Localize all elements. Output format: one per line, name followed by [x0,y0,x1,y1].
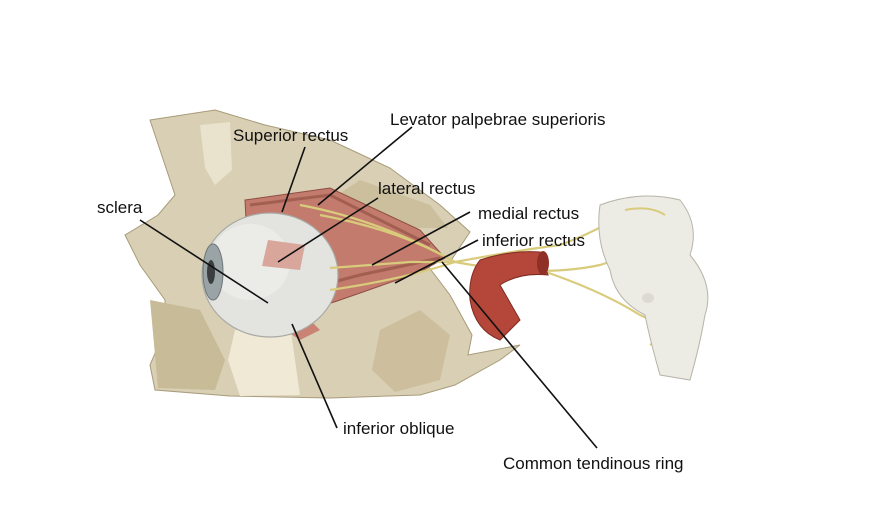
leader-lateral-rectus [277,197,379,263]
label-sclera: sclera [97,198,143,217]
leader-superior-rectus [281,146,306,213]
leader-levator [317,126,413,206]
leader-common-tendinous-ring [441,261,598,449]
brainstem [598,195,709,381]
label-lateral-rectus: lateral rectus [378,179,476,198]
leader-inferior-rectus [394,239,479,284]
carotid-artery [469,251,549,341]
leader-sclera [139,219,269,304]
label-levator-palpebrae-superioris: Levator palpebrae superioris [390,110,606,129]
label-superior-rectus: Superior rectus [233,126,349,145]
label-inferior-rectus: inferior rectus [482,231,585,250]
leader-medial-rectus [371,211,471,266]
label-medial-rectus: medial rectus [478,204,580,223]
label-common-tendinous-ring: Common tendinous ring [503,454,684,473]
leader-lines [139,126,598,449]
leader-inferior-oblique [291,323,338,429]
eyeball [201,212,339,338]
label-inferior-oblique: inferior oblique [343,419,455,438]
